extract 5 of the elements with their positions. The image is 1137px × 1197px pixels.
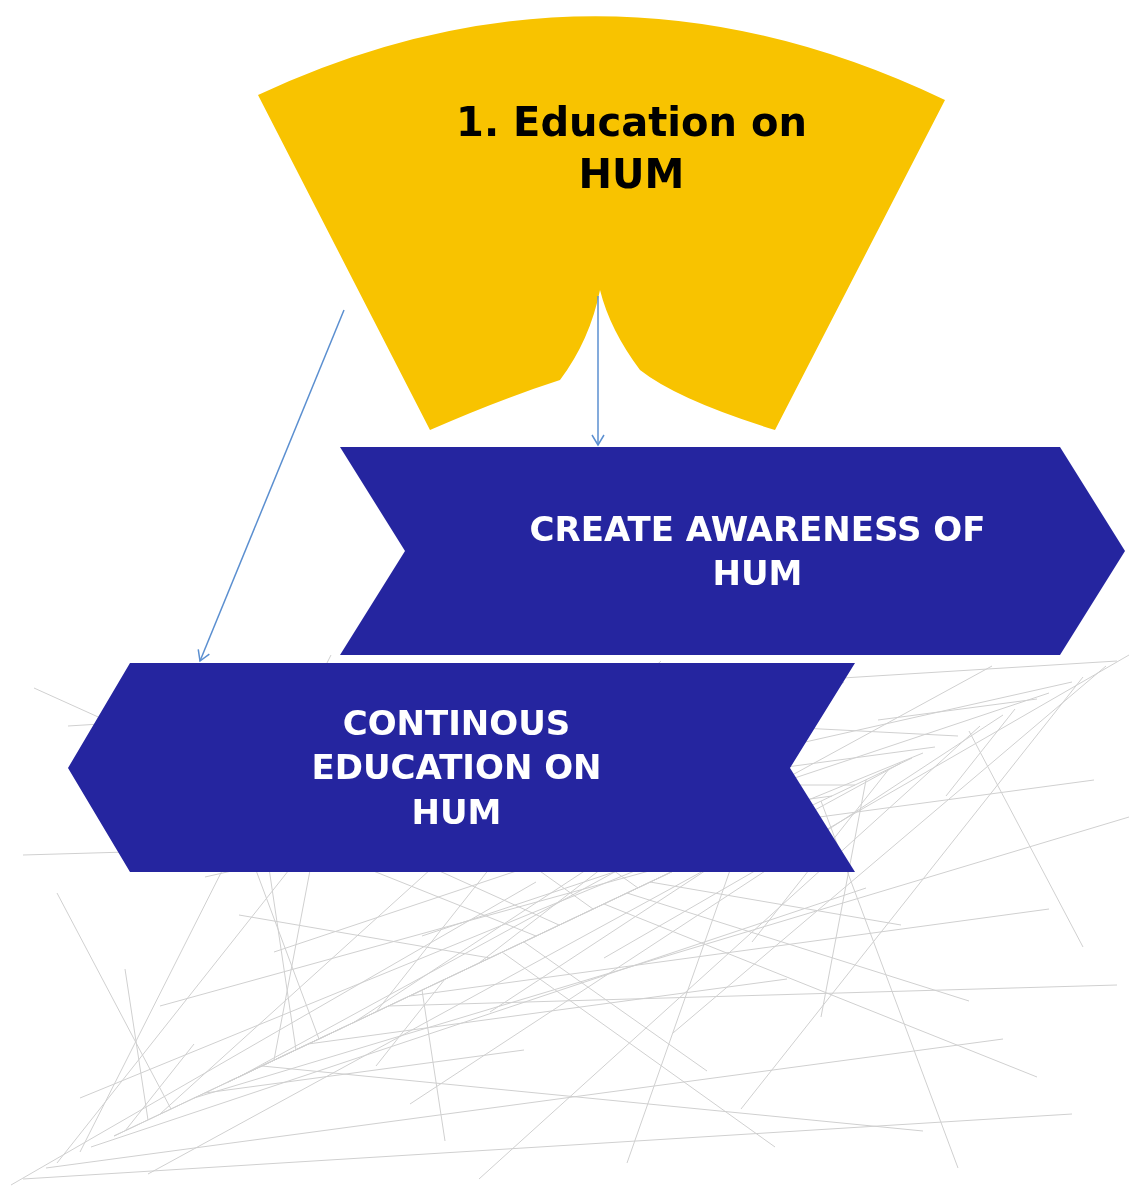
node-label: 1. Education on HUM: [455, 97, 808, 199]
arrow: [197, 309, 345, 662]
arrow: [591, 295, 605, 446]
node-label: CONTINOUS EDUCATION ON HUM: [310, 702, 603, 834]
node-label: CREATE AWARENESS OF HUM: [528, 507, 987, 595]
